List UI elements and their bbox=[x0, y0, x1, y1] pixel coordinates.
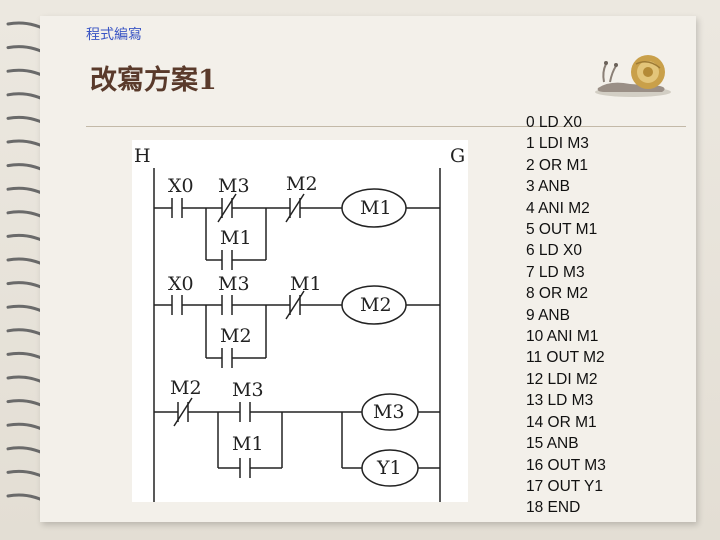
instruction-line: 18 END bbox=[526, 499, 581, 517]
contact-label-m3: M3 bbox=[218, 175, 250, 197]
contact-label-m1: M1 bbox=[232, 433, 264, 455]
instruction-line: 14 OR M1 bbox=[526, 413, 597, 431]
instruction-line: 12 LDI M2 bbox=[526, 370, 598, 388]
instruction-line: 17 OUT Y1 bbox=[526, 477, 603, 495]
contact-label-m3: M3 bbox=[232, 379, 264, 401]
contact-label-m2: M2 bbox=[170, 377, 202, 399]
instruction-line: 2 OR M1 bbox=[526, 156, 589, 174]
instruction-line: 7 LD M3 bbox=[526, 263, 585, 281]
instruction-line: 15 ANB bbox=[526, 435, 579, 453]
instruction-line: 1 LDI M3 bbox=[526, 135, 589, 153]
coil-label-m1: M1 bbox=[360, 197, 392, 219]
right-rail-label: G bbox=[450, 145, 465, 167]
contact-label-m1: M1 bbox=[290, 273, 322, 295]
instruction-line: 9 ANB bbox=[526, 306, 570, 324]
instruction-line: 5 OUT M1 bbox=[526, 221, 598, 239]
title-divider bbox=[86, 126, 686, 127]
contact-label-m2: M2 bbox=[286, 173, 318, 195]
ladder-diagram: H G X0 M3 M2 M1 M1 X0 M3 M1 M2 M2 M2 M3 … bbox=[132, 140, 468, 502]
contact-label-x0: X0 bbox=[168, 175, 194, 197]
instruction-line: 8 OR M2 bbox=[526, 285, 589, 303]
contact-label-m1: M1 bbox=[220, 227, 252, 249]
left-rail-label: H bbox=[134, 145, 151, 167]
instruction-line: 10 ANI M1 bbox=[526, 328, 599, 346]
instruction-line: 4 ANI M2 bbox=[526, 199, 590, 217]
instruction-line: 13 LD M3 bbox=[526, 392, 594, 410]
instruction-line: 3 ANB bbox=[526, 178, 570, 196]
coil-label-m2: M2 bbox=[360, 294, 392, 316]
section-header: 程式編寫 bbox=[86, 27, 142, 43]
contact-label-x0: X0 bbox=[168, 273, 194, 295]
instruction-line: 11 OUT M2 bbox=[526, 349, 605, 367]
instruction-line: 16 OUT M3 bbox=[526, 456, 606, 474]
contact-label-m2: M2 bbox=[220, 325, 252, 347]
snail-icon bbox=[595, 55, 671, 97]
coil-label-m3: M3 bbox=[373, 401, 405, 423]
instruction-line: 6 LD X0 bbox=[526, 242, 583, 260]
contact-label-m3: M3 bbox=[218, 273, 250, 295]
instruction-line: 0 LD X0 bbox=[526, 114, 583, 131]
instruction-list: 0 LD X0 1 LDI M3 2 OR M1 3 ANB 4 ANI M2 5 OUT… bbox=[526, 112, 606, 519]
page-title: 改寫方案1 bbox=[90, 65, 217, 96]
coil-label-y1: Y1 bbox=[376, 457, 402, 479]
